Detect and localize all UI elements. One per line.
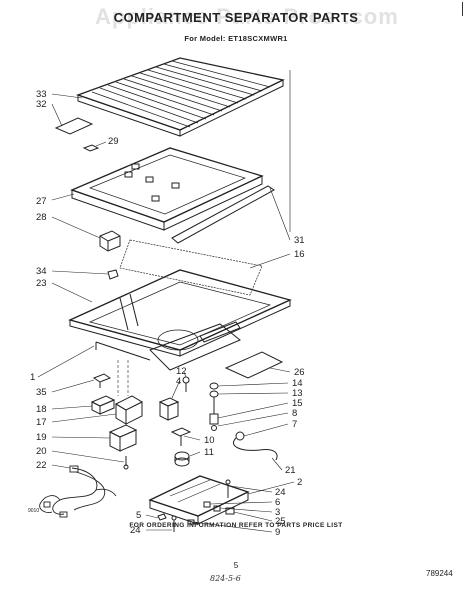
callout-4: 4 <box>176 376 181 387</box>
callout-23: 23 <box>36 278 47 289</box>
callout-5: 5 <box>136 510 141 521</box>
callout-32: 32 <box>36 99 47 110</box>
callout-12: 12 <box>176 366 187 377</box>
diagram-title: COMPARTMENT SEPARATOR PARTS <box>113 10 359 25</box>
callout-21: 21 <box>285 465 296 476</box>
callout-18: 18 <box>36 404 47 415</box>
page-number: 5 <box>233 561 239 570</box>
callout-24-bottom: 24 <box>130 525 141 536</box>
grille-part <box>76 57 285 137</box>
base-part <box>148 475 250 525</box>
callout-13: 13 <box>292 388 303 399</box>
callout-34: 34 <box>36 266 47 277</box>
callout-9: 9 <box>275 527 280 538</box>
callout-22: 22 <box>36 460 47 471</box>
model-subtitle: For Model: ET18SCXMWR1 <box>184 34 288 43</box>
handwritten-note: 824-5-6 <box>210 574 241 583</box>
callout-1: 1 <box>30 372 35 383</box>
fan-components <box>158 376 192 467</box>
callout-31: 31 <box>294 235 305 246</box>
ordering-info: FOR ORDERING INFORMATION REFER TO PARTS … <box>129 522 343 529</box>
separator-cover-part <box>70 147 264 231</box>
callout-labels: 33 32 29 27 28 31 16 34 23 1 26 12 4 14 … <box>30 89 305 538</box>
site-watermark: Appliance Parts Pros .com <box>95 4 399 29</box>
damper-components <box>209 382 278 461</box>
callout-10: 10 <box>204 435 215 446</box>
document-number: 789244 <box>426 569 453 578</box>
baffle-part <box>224 351 284 379</box>
callout-33: 33 <box>36 89 47 100</box>
callout-19: 19 <box>36 432 47 443</box>
callout-29: 29 <box>108 136 119 147</box>
callout-28: 28 <box>36 212 47 223</box>
trim-strip-part <box>171 185 275 244</box>
callout-15: 15 <box>292 398 303 409</box>
gasket-wire-part <box>119 239 263 296</box>
callout-17: 17 <box>36 417 47 428</box>
small-code: 9010 <box>28 508 40 514</box>
screw-part <box>107 269 119 280</box>
callout-16: 16 <box>294 249 305 260</box>
callout-8: 8 <box>292 408 297 419</box>
callout-35: 35 <box>36 387 47 398</box>
leader-lines <box>37 70 295 533</box>
block-part <box>99 230 121 252</box>
label-plate-part <box>54 117 100 152</box>
callout-6: 6 <box>275 497 280 508</box>
callout-24-right: 24 <box>275 487 286 498</box>
callout-7: 7 <box>292 419 297 430</box>
callout-2: 2 <box>297 477 302 488</box>
control-components <box>90 360 144 470</box>
callout-11: 11 <box>204 447 214 458</box>
callout-26: 26 <box>294 367 305 378</box>
callout-25: 25 <box>275 516 286 527</box>
callout-20: 20 <box>36 446 47 457</box>
callout-27: 27 <box>36 196 47 207</box>
callout-3: 3 <box>275 507 280 518</box>
corner-mark <box>462 2 463 16</box>
wiring-harness-part <box>39 465 117 518</box>
callout-14: 14 <box>292 378 303 389</box>
separator-housing-part <box>68 269 292 371</box>
